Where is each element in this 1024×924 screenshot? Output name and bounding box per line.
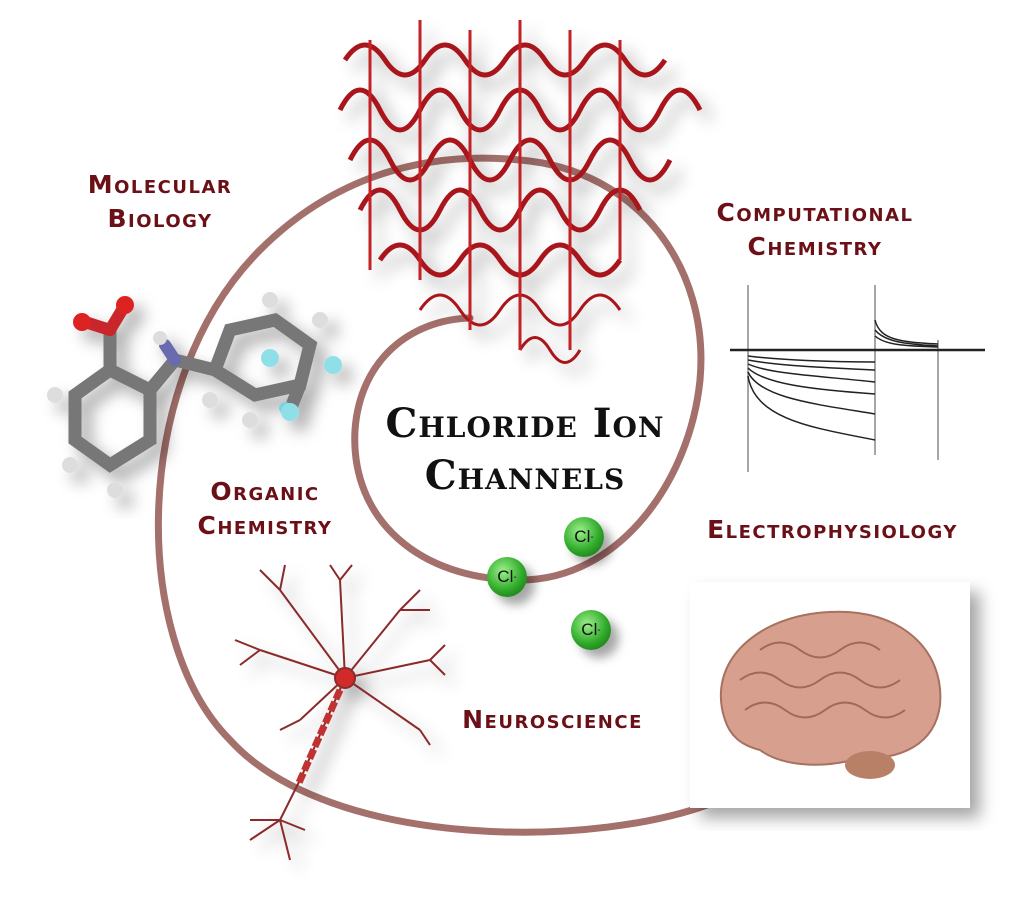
label-neuroscience: Neuroscience [462, 705, 643, 734]
spiral-arrow [154, 154, 724, 836]
chloride-ion: Cl- [571, 610, 611, 650]
current-traces [730, 285, 985, 472]
label-computational-chemistry: Computational Chemistry [716, 198, 914, 261]
chloride-ion: Cl- [564, 517, 604, 557]
neuron [234, 564, 446, 861]
label-organic-chemistry: Organic Chemistry [197, 477, 333, 540]
label-electrophysiology: Electrophysiology [707, 515, 958, 544]
label-molecular-biology: Molecular Biology [87, 170, 233, 233]
chloride-ion: Cl- [487, 557, 527, 597]
brain-image [690, 582, 970, 808]
protein-structure [337, 20, 703, 364]
drug-molecule [47, 292, 342, 498]
diagram-title: Chloride Ion Channels [385, 400, 665, 499]
